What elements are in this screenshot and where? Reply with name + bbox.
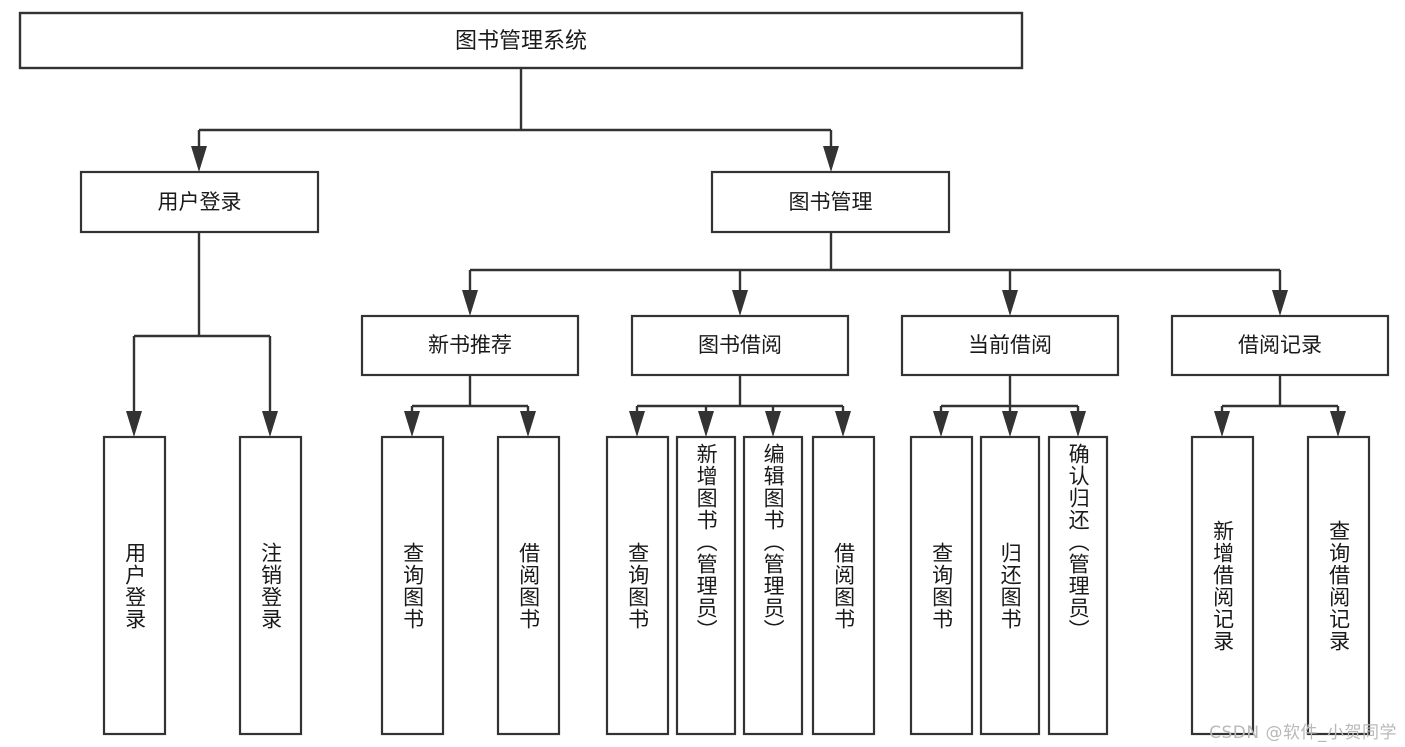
node-user-login-label: 用户登录	[158, 190, 242, 214]
arrow-leaf-borrow-book-1	[520, 411, 536, 437]
node-current-borrow-box[interactable]	[900, 314, 1120, 377]
node-root[interactable]: 图书管理系统	[18, 11, 1024, 70]
node-current-borrow[interactable]: 当前借阅	[900, 314, 1120, 377]
node-leaf-borrow-book-2-box[interactable]	[811, 435, 876, 736]
node-root-label: 图书管理系统	[455, 29, 587, 54]
arrow-leaf-edit-book	[765, 411, 781, 437]
node-borrow-record[interactable]: 借阅记录	[1170, 314, 1390, 377]
arrow-leaf-logout-login	[262, 411, 278, 437]
node-leaf-query-record-box[interactable]	[1306, 435, 1371, 736]
arrow-user-login	[191, 146, 207, 172]
leaf-boxes-group	[102, 435, 1371, 736]
arrow-leaf-confirm-return	[1070, 411, 1086, 437]
arrow-leaf-borrow-book-2	[835, 411, 851, 437]
node-leaf-add-book-box[interactable]	[675, 435, 737, 736]
node-user-login[interactable]: 用户登录	[79, 170, 320, 234]
arrow-book-borrow	[732, 290, 748, 316]
node-book-borrow-box[interactable]	[630, 314, 850, 377]
arrow-leaf-user-login	[126, 411, 142, 437]
arrow-leaf-query-book-3	[933, 411, 949, 437]
node-leaf-edit-book-box[interactable]	[742, 435, 804, 736]
arrow-book-manage	[823, 146, 839, 172]
node-book-borrow-label: 图书借阅	[698, 333, 782, 357]
node-borrow-record-box[interactable]	[1170, 314, 1390, 377]
arrow-leaf-add-record	[1214, 411, 1230, 437]
arrow-new-book-recommend	[462, 290, 478, 316]
node-new-book-recommend-box[interactable]	[360, 314, 580, 377]
arrow-leaf-query-record	[1330, 411, 1346, 437]
node-leaf-query-book-3-box[interactable]	[909, 435, 974, 736]
node-book-borrow[interactable]: 图书借阅	[630, 314, 850, 377]
arrow-borrow-record	[1272, 290, 1288, 316]
arrow-leaf-add-book	[698, 411, 714, 437]
node-leaf-confirm-return-box[interactable]	[1047, 435, 1109, 736]
node-root-box[interactable]	[18, 11, 1024, 70]
arrow-leaf-query-book-2	[629, 411, 645, 437]
node-user-login-box[interactable]	[79, 170, 320, 234]
node-leaf-query-book-1-box[interactable]	[380, 435, 445, 736]
node-leaf-query-book-2-box[interactable]	[605, 435, 670, 736]
node-new-book-recommend-label: 新书推荐	[428, 333, 512, 357]
node-new-book-recommend[interactable]: 新书推荐	[360, 314, 580, 377]
edges-group	[126, 68, 1346, 437]
node-book-manage-label: 图书管理	[789, 190, 873, 214]
csdn-watermark: CSDN @软件_小贺同学	[1209, 723, 1397, 743]
node-leaf-borrow-book-1-box[interactable]	[496, 435, 561, 736]
node-book-manage-box[interactable]	[710, 170, 951, 234]
arrow-leaf-query-book-1	[404, 411, 420, 437]
node-leaf-add-record-box[interactable]	[1190, 435, 1255, 736]
node-borrow-record-label: 借阅记录	[1238, 333, 1322, 357]
arrow-current-borrow	[1002, 290, 1018, 316]
node-leaf-user-login-box[interactable]	[102, 435, 167, 736]
node-book-manage[interactable]: 图书管理	[710, 170, 951, 234]
node-current-borrow-label: 当前借阅	[968, 333, 1052, 357]
arrow-leaf-return-book	[1002, 411, 1018, 437]
node-leaf-logout-login-box[interactable]	[238, 435, 303, 736]
node-leaf-return-book-box[interactable]	[979, 435, 1041, 736]
